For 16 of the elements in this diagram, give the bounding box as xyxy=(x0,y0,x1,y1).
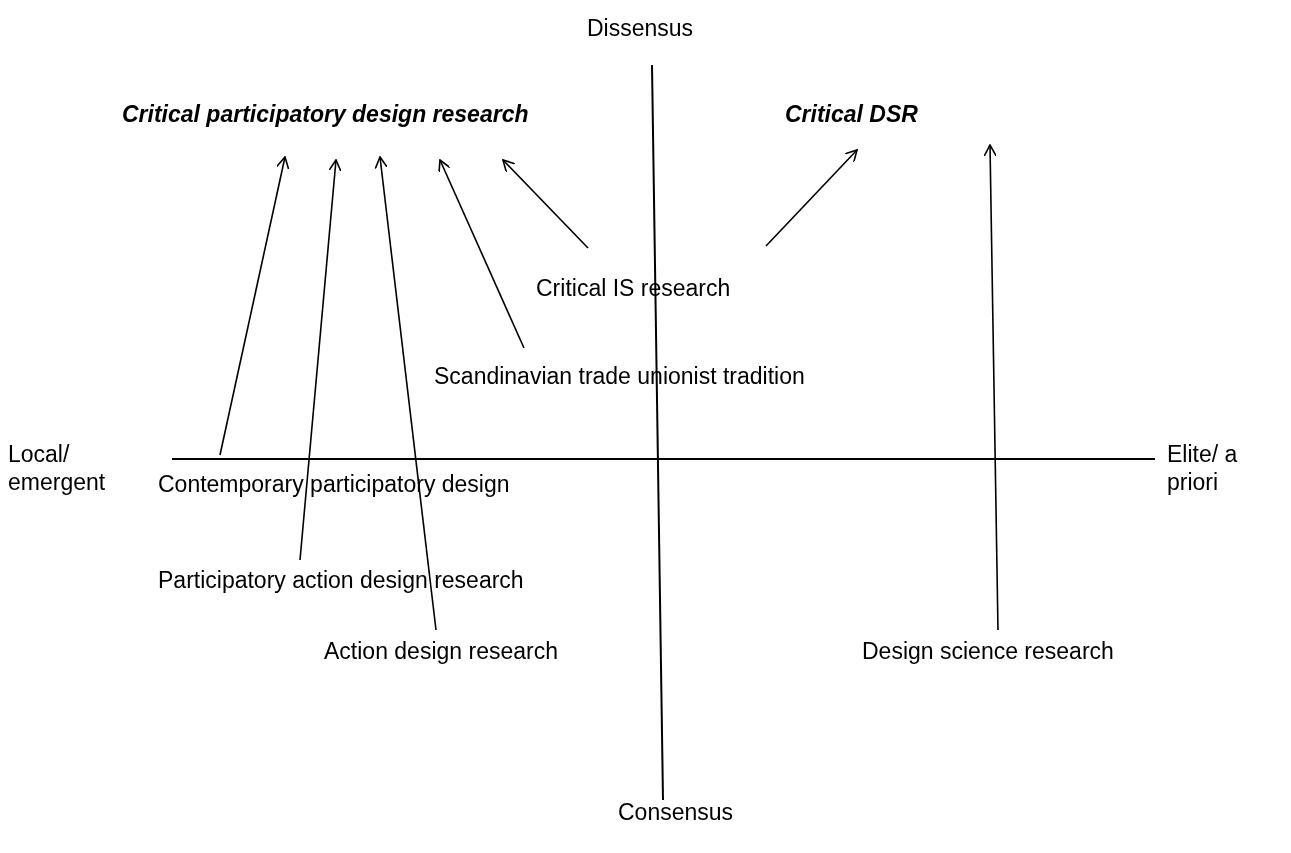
axis-label: Dissensus xyxy=(587,14,694,42)
node-label: Design science research xyxy=(862,637,1114,665)
arrow xyxy=(438,159,525,349)
axis-label: Elite/ a priori xyxy=(1167,440,1239,496)
node-label: Participatory action design research xyxy=(158,566,524,594)
heading-label: Critical participatory design research xyxy=(122,100,529,128)
axis-label: Consensus xyxy=(618,798,734,826)
axis-label: Local/ emergent xyxy=(8,440,107,496)
heading-label: Critical DSR xyxy=(785,100,918,128)
arrow xyxy=(374,156,437,631)
arrow xyxy=(502,159,589,249)
arrow xyxy=(299,159,342,561)
node-label: Action design research xyxy=(324,637,558,665)
arrow xyxy=(219,156,290,456)
arrow xyxy=(983,144,999,631)
arrow xyxy=(765,149,858,247)
